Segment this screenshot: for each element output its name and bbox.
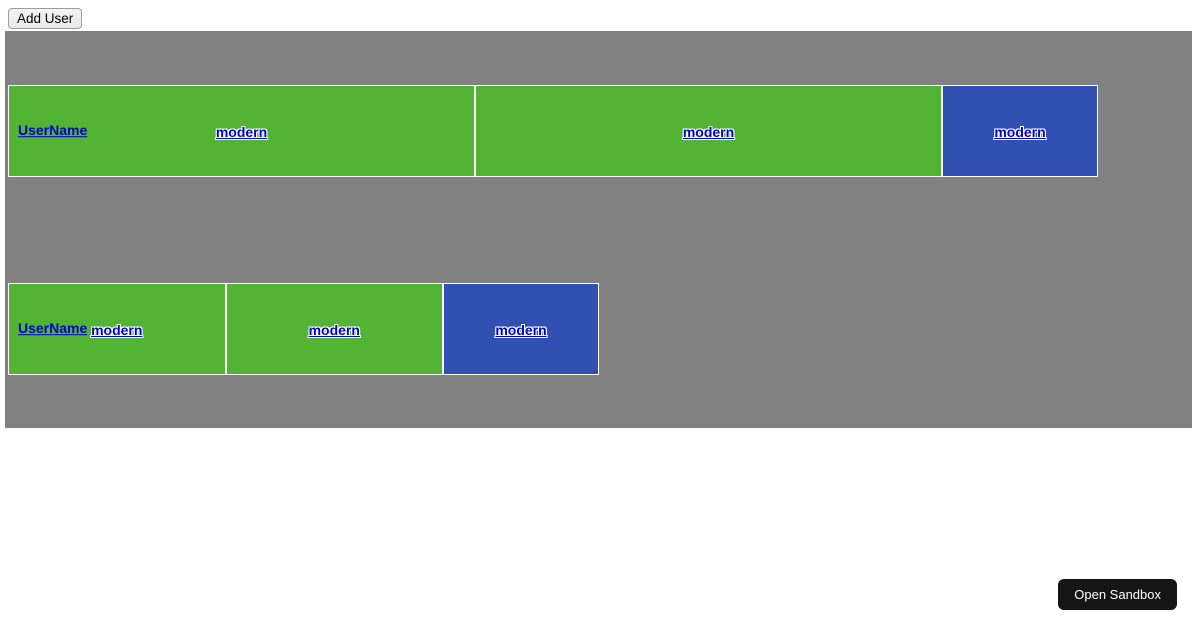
modern-link[interactable]: modern: [91, 322, 143, 338]
user-detail-cell: modern: [225, 283, 443, 375]
user-name-link[interactable]: UserName: [18, 122, 88, 139]
user-detail-cell: modern: [475, 85, 942, 177]
user-action-cell: modern: [443, 283, 599, 375]
modern-link[interactable]: modern: [495, 322, 547, 338]
user-action-cell: modern: [942, 85, 1098, 177]
modern-link[interactable]: modern: [308, 322, 360, 338]
users-panel: UserName modern modern modern UserName m…: [5, 31, 1192, 428]
toolbar: Add User: [0, 0, 1200, 31]
user-name-cell: UserName modern: [8, 85, 475, 177]
modern-link[interactable]: modern: [682, 124, 735, 140]
user-name-link[interactable]: UserName: [18, 320, 88, 337]
user-name-cell: UserName modern: [8, 283, 226, 375]
add-user-button[interactable]: Add User: [8, 8, 83, 29]
user-row: UserName modern modern modern: [8, 85, 1098, 177]
user-row: UserName modern modern modern: [8, 283, 599, 375]
open-sandbox-button[interactable]: Open Sandbox: [1058, 579, 1177, 610]
modern-link[interactable]: modern: [994, 124, 1046, 140]
modern-link[interactable]: modern: [215, 124, 268, 140]
